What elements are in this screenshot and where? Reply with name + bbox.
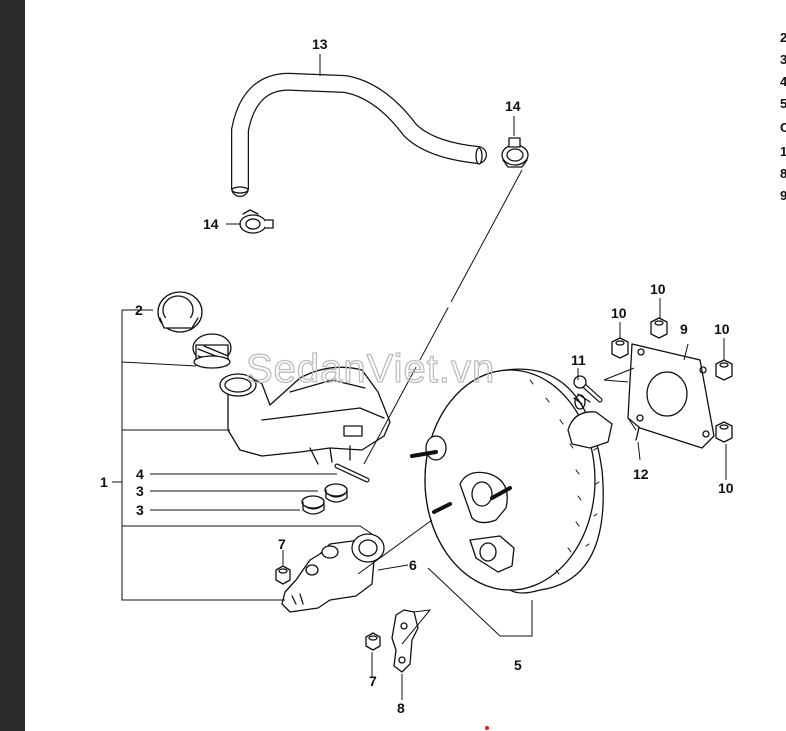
- callout-14-bottom: 14: [203, 216, 219, 232]
- viewer-sidebar: [0, 0, 36, 731]
- callout-6: 6: [409, 557, 417, 573]
- nut-10-b: [650, 317, 668, 339]
- page-marker: [485, 726, 489, 730]
- reservoir-tank: [219, 366, 391, 465]
- callout-13: 13: [312, 36, 328, 52]
- callout-7-upper: 7: [278, 536, 286, 552]
- reservoir-cap: [157, 291, 203, 333]
- adjacent-parts-list-edge: 2 3 4 5 C 1 8 9: [780, 30, 786, 203]
- callout-9: 9: [680, 321, 688, 337]
- watermark-text: SedanViet.vn: [246, 347, 495, 391]
- callout-1: 1: [100, 474, 108, 490]
- callout-3-lower: 3: [136, 502, 144, 518]
- master-cylinder: [281, 533, 385, 613]
- grommet-lower: [301, 495, 325, 515]
- nut-10-d: [715, 421, 733, 443]
- callout-14-top: 14: [505, 98, 521, 114]
- nut-10-c: [715, 359, 733, 381]
- callout-12: 12: [633, 466, 649, 482]
- callout-10-right: 10: [714, 321, 730, 337]
- nut-lower: [365, 632, 381, 651]
- nut-upper: [275, 565, 291, 585]
- callout-10-top: 10: [650, 281, 666, 297]
- callout-labels: 13 14 14 2 1 4 3 3 7 6 5 7 8 11 12 9 10 …: [100, 36, 734, 716]
- hose-clamp-top: [501, 137, 529, 168]
- callout-5: 5: [514, 657, 522, 673]
- hose-clamp-bottom: [239, 209, 274, 234]
- clevis-pin: [573, 375, 603, 403]
- vacuum-hose: [231, 72, 487, 197]
- callout-7-lower: 7: [369, 673, 377, 689]
- grommet-upper: [324, 483, 348, 503]
- leader-lines: [112, 54, 727, 700]
- retaining-pin: [334, 463, 370, 483]
- callout-11: 11: [571, 352, 586, 368]
- reservoir-strainer: [192, 333, 232, 369]
- callout-4: 4: [136, 466, 144, 482]
- callout-2: 2: [135, 302, 143, 318]
- nut-10-a: [611, 337, 629, 359]
- callout-8: 8: [397, 700, 405, 716]
- booster-gasket: [627, 343, 715, 449]
- callout-3-upper: 3: [136, 483, 144, 499]
- callout-10-bottom: 10: [718, 480, 734, 496]
- callout-10-left: 10: [611, 305, 627, 321]
- brake-booster: [410, 368, 613, 594]
